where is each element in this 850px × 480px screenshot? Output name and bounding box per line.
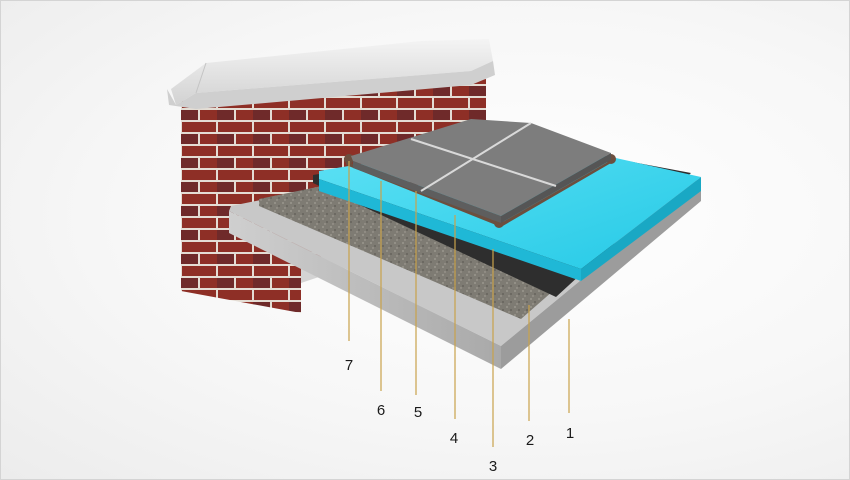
- callout-label-3: 3: [489, 458, 497, 475]
- callout-label-6: 6: [377, 402, 385, 419]
- leader-lines: [348, 161, 570, 447]
- callout-label-4: 4: [450, 430, 458, 447]
- insulation-end: [581, 177, 701, 281]
- coping-top: [171, 39, 493, 105]
- slab-left-side: [229, 211, 501, 369]
- tile-slab-end: [501, 153, 611, 223]
- tile-slab-side: [353, 161, 501, 223]
- callout-labels: 7 6 5 4 3 2 1: [345, 357, 574, 475]
- paving-tiles: [351, 119, 611, 223]
- callout-label-7: 7: [345, 357, 353, 374]
- coping-stone: [167, 39, 495, 109]
- callout-label-2: 2: [526, 432, 534, 449]
- callout-label-1: 1: [566, 425, 574, 442]
- insulation-side: [319, 179, 581, 281]
- tile-slab-top: [351, 119, 611, 216]
- callout-label-5: 5: [414, 404, 422, 421]
- coping-front: [167, 61, 495, 109]
